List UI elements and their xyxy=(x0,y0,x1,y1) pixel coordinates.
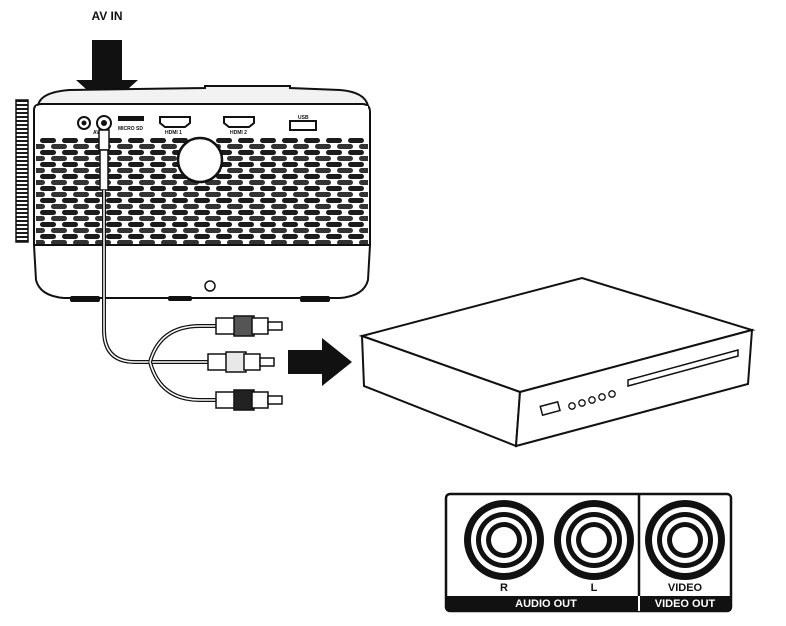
projector: AV MICRO SD HDMI 1 HDMI 2 USB xyxy=(15,85,372,302)
hdmi2-label: HDMI 2 xyxy=(230,130,247,136)
jack-video-label: VIDEO xyxy=(668,582,703,594)
dvd-button xyxy=(588,396,596,404)
output-jack-panel: R L VIDEO AUDIO OUT VIDEO OUT xyxy=(444,492,733,613)
dvd-button xyxy=(568,402,576,410)
jack-l-label: L xyxy=(591,582,598,594)
av-in-label: AV IN xyxy=(91,9,122,23)
dvd-button xyxy=(598,393,606,401)
hdmi2-port xyxy=(223,116,255,128)
focus-fins xyxy=(15,99,29,243)
jack-r-label: R xyxy=(500,582,508,594)
rca-plug-middle xyxy=(207,351,275,373)
rca-plug-top xyxy=(215,315,283,337)
video-out-label: VIDEO OUT xyxy=(655,598,716,610)
jack-r xyxy=(464,500,544,580)
usb-label: USB xyxy=(298,115,309,121)
hdmi1-label: HDMI 1 xyxy=(165,130,182,136)
av-cable xyxy=(98,129,218,402)
hdmi1-port xyxy=(159,116,191,128)
right-arrow-icon xyxy=(288,338,352,386)
dvd-button xyxy=(578,399,586,407)
disc-tray xyxy=(627,349,739,387)
dvd-display xyxy=(539,400,561,417)
projector-base xyxy=(32,244,372,299)
focus-knob xyxy=(176,136,224,184)
projector-top xyxy=(36,85,370,107)
jack-video xyxy=(645,500,725,580)
dvd-front xyxy=(514,328,754,448)
foot-right xyxy=(300,296,330,302)
av-port-label: AV xyxy=(93,130,100,136)
audio-out-label: AUDIO OUT xyxy=(515,598,577,610)
jack-l xyxy=(554,500,634,580)
dvd-button xyxy=(608,390,616,398)
panel-footer xyxy=(446,596,731,611)
tripod-mount xyxy=(204,280,216,292)
av-plug xyxy=(98,129,110,151)
micro-sd-label: MICRO SD xyxy=(118,126,143,132)
rca-plug-bottom xyxy=(215,389,283,411)
foot-left xyxy=(70,296,100,302)
dvd-player xyxy=(358,276,756,448)
micro-sd-slot xyxy=(118,116,144,121)
usb-port xyxy=(289,120,317,131)
